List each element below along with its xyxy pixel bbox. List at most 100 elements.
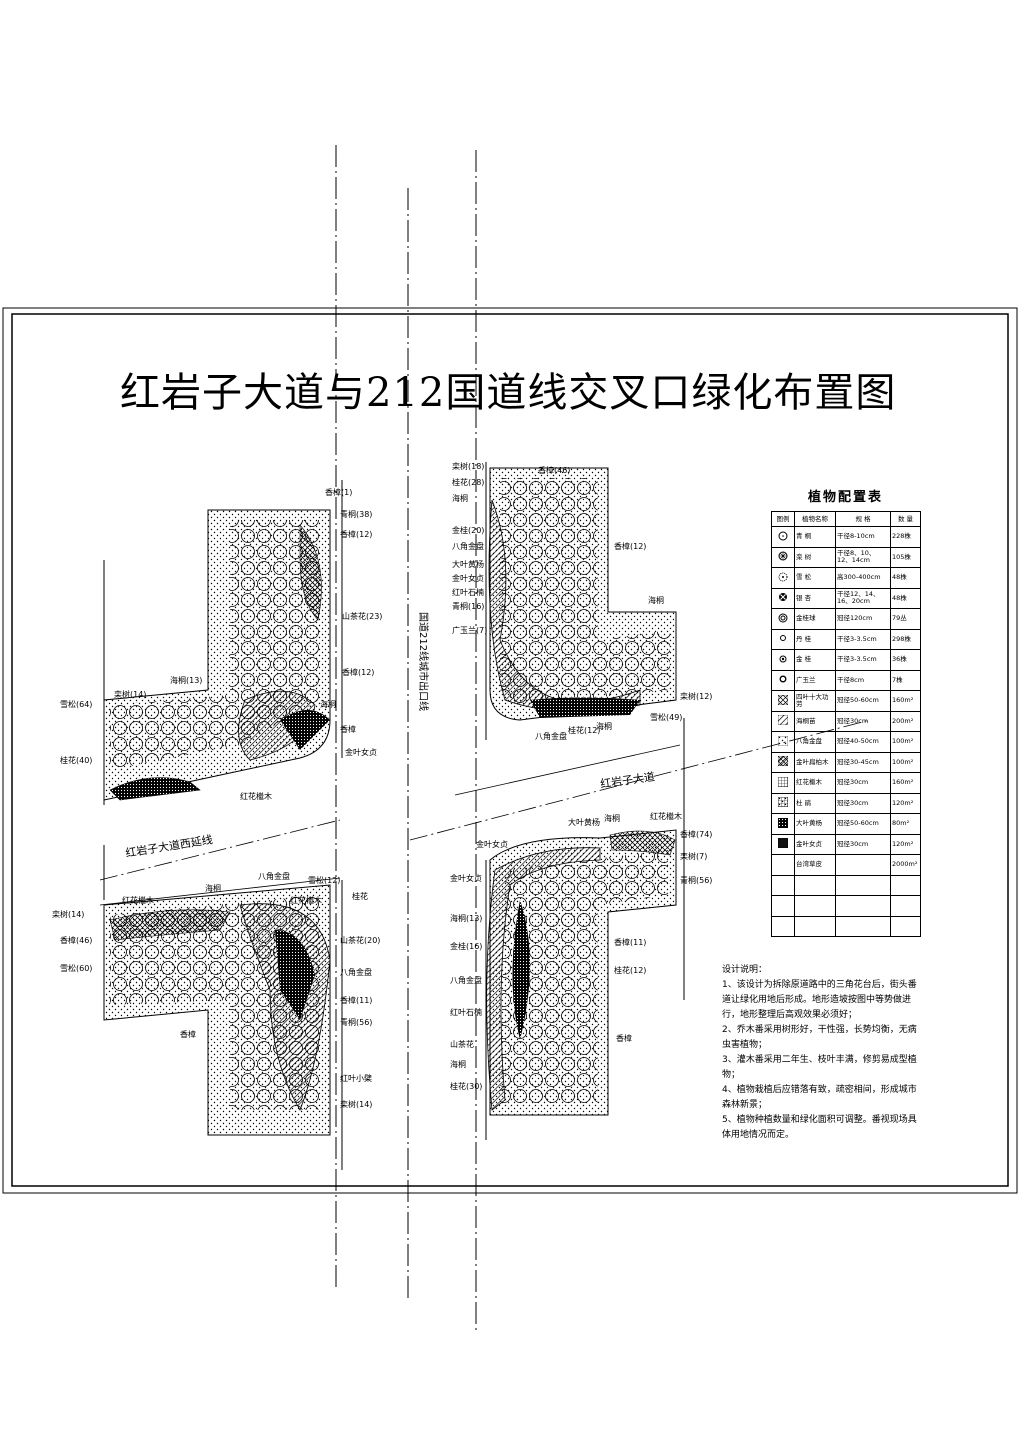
plant-label: 八角金盘 [450, 976, 482, 985]
table-cell-qty: 160m² [890, 772, 921, 794]
circle-ring-icon [771, 669, 795, 691]
table-cell-spec [835, 874, 891, 896]
plant-label: 红叶石楠 [450, 1008, 482, 1017]
hatch-dense-icon [771, 751, 795, 773]
table-cell-spec: 冠径50-60cm [835, 813, 891, 835]
plant-label: 栾树(12) [680, 692, 713, 701]
table-cell-name: 银 杏 [794, 587, 836, 609]
table-cell-name: 丹 桂 [794, 628, 836, 650]
plant-label: 金叶女贞 [452, 574, 484, 583]
table-cell-qty: 2000m² [890, 854, 921, 876]
plant-label: 雪松(49) [650, 713, 683, 722]
table-header-row: 图例 植物名称 规 格 数 量 [771, 511, 921, 527]
plant-label: 金叶女贞 [476, 840, 508, 849]
table-header-cell: 植物名称 [794, 511, 836, 527]
table-cell-spec [835, 915, 891, 937]
note-item: 5、植物种植数量和绿化面积可调整。番视现场具体用地情况而定。 [722, 1115, 917, 1140]
plant-label: 香樟(12) [342, 668, 375, 677]
table-cell-spec: 干径3-3.5cm [835, 649, 891, 671]
table-cell-qty: 105株 [890, 546, 921, 568]
plant-label: 香樟(1) [325, 488, 353, 497]
table-cell-qty: 48株 [890, 567, 921, 589]
table-row [771, 915, 921, 937]
plant-label: 海桐 [596, 722, 612, 731]
plant-label: 栾树(14) [52, 910, 85, 919]
planting-block-ne [488, 467, 677, 721]
circle-cross-icon [771, 587, 795, 609]
planting-block-sw [103, 884, 331, 1136]
plant-label: 海桐 [450, 1060, 466, 1069]
plant-label: 雪松(60) [60, 964, 93, 973]
legend-cell [771, 854, 795, 876]
table-cell-qty: 80m² [890, 813, 921, 835]
table-cell-spec [835, 895, 891, 917]
table-cell-spec: 高300-400cm [835, 567, 891, 589]
table-cell-name: 八角金盘 [794, 731, 836, 753]
plant-label: 栾树(14) [114, 690, 147, 699]
plant-label: 青桐(16) [452, 602, 485, 611]
table-cell-spec [835, 854, 891, 876]
plant-label: 桂花(12) [614, 966, 647, 975]
plant-label: 海桐 [320, 700, 336, 709]
hatch-fine-icon [771, 792, 795, 814]
plant-label: 栾树(14) [340, 1100, 373, 1109]
plant-label: 红叶小檗 [340, 1074, 372, 1083]
table-cell-name: 金叶扁柏木 [794, 751, 836, 773]
note-item: 3、灌木番采用二年生、枝叶丰满，修剪易成型植物； [722, 1055, 917, 1080]
plant-label: 山茶花 [450, 1040, 474, 1049]
road-label-g212: 国道212线城市出口线 [417, 612, 428, 712]
circle-flower-icon [771, 608, 795, 630]
note-item: 2、乔木番采用树形好，干性强，长势均衡，无病虫害植物； [722, 1025, 917, 1050]
legend-cell [771, 895, 795, 917]
plant-label: 大叶黄杨 [452, 560, 484, 569]
table-cell-spec: 冠径30cm [835, 710, 891, 732]
table-cell-qty: 100m² [890, 751, 921, 773]
plant-label: 香樟(74) [680, 830, 713, 839]
plant-label: 金叶女贞 [345, 748, 377, 757]
plant-label: 香樟 [616, 1034, 632, 1043]
notes-heading: 设计说明： [722, 965, 768, 975]
plant-label: 桂花 [352, 892, 368, 901]
table-cell-name: 金桂球 [794, 608, 836, 630]
table-cell-spec: 冠径30cm [835, 792, 891, 814]
circle-star-icon [771, 546, 795, 568]
plant-label: 海桐(13) [170, 676, 203, 685]
table-cell-name: 四叶十大功劳 [794, 690, 836, 712]
plant-label: 香樟(46) [538, 466, 571, 475]
table-row [771, 895, 921, 917]
table-cell-name [794, 874, 836, 896]
table-row [771, 874, 921, 896]
plant-table-title: 植物配置表 [808, 490, 884, 505]
plant-label: 香樟 [340, 725, 356, 734]
plant-label: 红花檵木 [240, 792, 272, 801]
plant-label: 红花檵木 [122, 896, 154, 905]
table-header-cell: 图例 [771, 511, 795, 527]
plant-label: 红花檵木 [650, 812, 682, 821]
table-cell-name: 海桐苗 [794, 710, 836, 732]
table-cell-name [794, 895, 836, 917]
plant-label: 香樟(12) [614, 542, 647, 551]
dots-icon [771, 731, 795, 753]
plant-label: 红花檵木 [290, 896, 322, 905]
plant-label: 八角金盘 [452, 542, 484, 551]
table-cell-spec: 冠径50-60cm [835, 690, 891, 712]
plant-label: 香樟 [180, 1030, 196, 1039]
legend-cell [771, 874, 795, 896]
table-cell-qty: 100m² [890, 731, 921, 753]
